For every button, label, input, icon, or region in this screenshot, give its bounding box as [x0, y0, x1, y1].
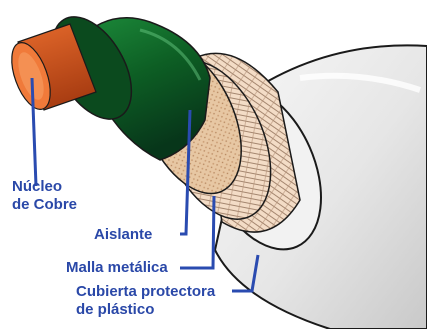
label-metal-braid: Malla metálica [66, 259, 168, 277]
label-plastic-jacket: Cubierta protectora de plástico [76, 283, 215, 319]
label-insulation: Aislante [94, 226, 152, 244]
label-plastic-jacket-line2: de plástico [76, 301, 215, 319]
label-copper-core-line2: de Cobre [12, 196, 77, 214]
label-copper-core-line1: Núcleo [12, 178, 77, 196]
label-copper-core: Núcleo de Cobre [12, 178, 77, 214]
label-plastic-jacket-line1: Cubierta protectora [76, 283, 215, 301]
